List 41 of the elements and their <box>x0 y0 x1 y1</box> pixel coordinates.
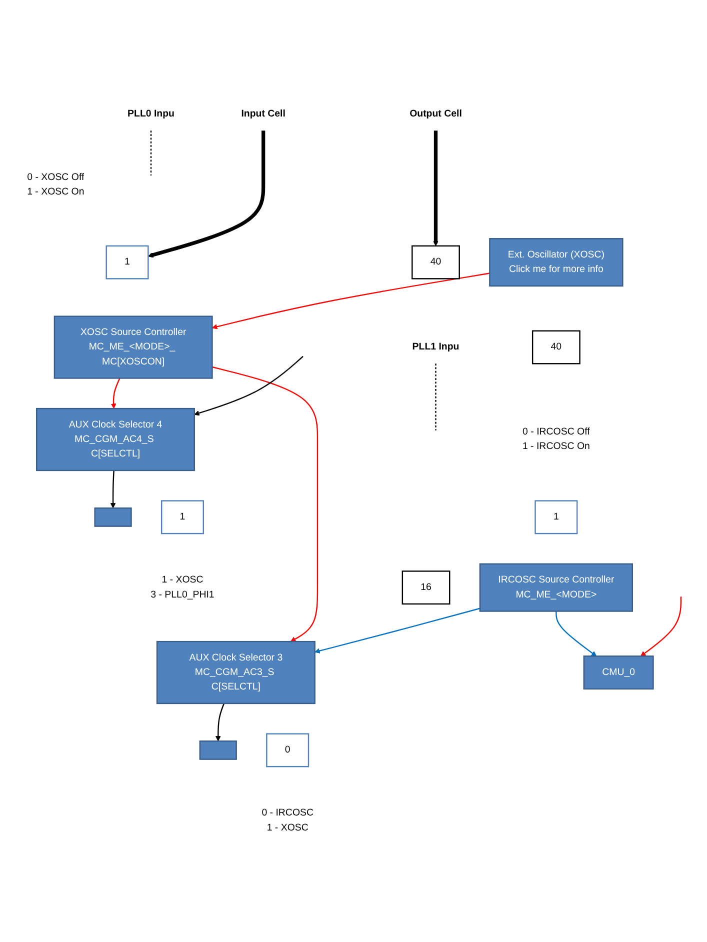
node-box <box>534 500 578 534</box>
node-box <box>531 330 580 364</box>
connector <box>150 130 152 176</box>
node-box <box>411 245 460 280</box>
node-label: 0 - IRCOSC Off <box>522 426 590 438</box>
diagram-drawing: 40 Output Cell PLL1 Inpu Input Cell 1 0 - XOSC Off 1 - XOSC On XOSC Source Controller MC_ME_<MODE>_ MC[XOSCON] AUX Clock Selector 4 MC_CGM_AC4_S C[SELCTL] 1 1 - XOSC 3 - PLL0_PHI1 Ext. Oscillator (XOSC) Click me for more info AUX Clock Selector 3 MC_CGM_AC3_S C[SELCTL] 40 0 0 - IRCOSC 1 - XOSC PLL0 Inpu 1 0 - IRCOSC Off 1 - IRCOSC On 16 IRCOSC Source Controller MC_ME_<MODE> CMU_0 <box>4 92 704 850</box>
node-text: Input Cell <box>240 108 285 120</box>
node-box <box>94 507 132 527</box>
node-text: PLL1 Inpu <box>412 342 459 352</box>
node-box <box>401 570 450 604</box>
arrow <box>640 596 682 656</box>
node-box <box>53 316 212 379</box>
node-box <box>105 245 148 280</box>
node-box <box>198 740 236 760</box>
arrow <box>555 611 596 656</box>
node-box <box>160 500 204 534</box>
node-text: PLL0 Inpu <box>127 108 174 120</box>
arrow <box>432 130 438 246</box>
node-label: 1 - XOSC On <box>26 186 84 197</box>
arrow <box>194 356 303 416</box>
arrow <box>214 703 224 742</box>
arrow <box>211 272 490 330</box>
node-box <box>36 408 194 471</box>
arrow <box>110 378 120 409</box>
node-label: 0 - IRCOSC <box>261 808 313 818</box>
node-label: 3 - PLL0_PHI1 <box>150 589 214 600</box>
node-label: 1 - XOSC <box>266 822 308 833</box>
node-box <box>478 563 632 612</box>
node-box <box>266 733 309 768</box>
arrow <box>314 608 480 654</box>
arrow <box>212 366 318 642</box>
connector <box>434 364 436 430</box>
node-box <box>488 238 623 287</box>
node-label: 1 - XOSC <box>161 574 203 586</box>
arrow <box>110 470 116 508</box>
node-label: 0 - XOSC Off <box>26 172 84 182</box>
node-box <box>582 655 654 690</box>
node-box <box>156 640 315 704</box>
node-label: 1 - IRCOSC On <box>522 441 590 452</box>
arrow <box>147 130 265 258</box>
node-text: Output Cell <box>409 108 462 120</box>
